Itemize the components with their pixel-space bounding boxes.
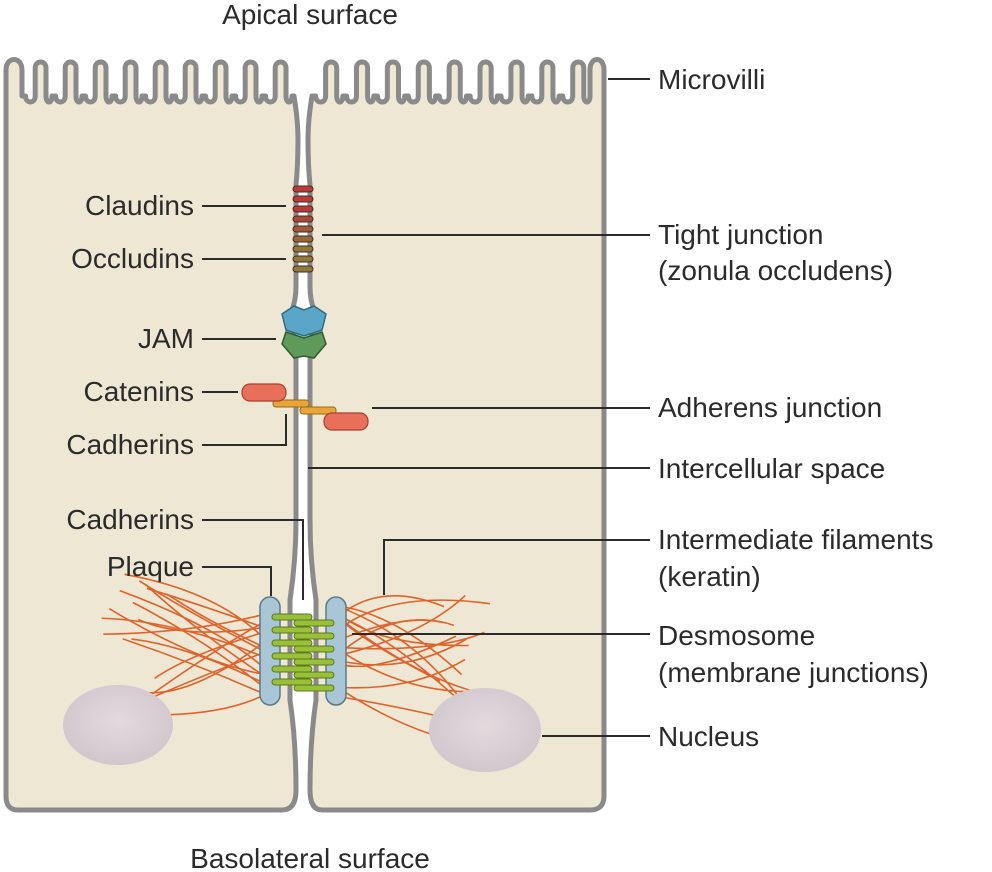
keratin-filaments	[101, 573, 495, 745]
cadherin-bar-right	[299, 406, 337, 415]
label-desmosome: Desmosome	[658, 620, 815, 651]
label-cadherins-desmosome: Cadherins	[66, 504, 194, 535]
right-cell	[305, 57, 607, 813]
label-intermediate-filaments: Intermediate filaments	[658, 524, 933, 555]
desmosome-cadherin	[293, 645, 335, 653]
keratin-filament	[145, 583, 265, 677]
leader-intermediate-filaments	[383, 539, 650, 595]
keratin-filament	[164, 694, 265, 716]
keratin-filament	[131, 638, 265, 684]
keratin-filament	[124, 573, 265, 639]
desmosome-cadherin	[271, 639, 313, 647]
desmosome-cadherin	[271, 652, 313, 660]
keratin-filament	[147, 641, 265, 694]
label-microvilli: Microvilli	[658, 64, 765, 95]
label-desmosome-alt: (membrane junctions)	[658, 657, 929, 688]
adherens-junction-proteins	[241, 383, 369, 431]
keratin-filament	[138, 580, 265, 652]
desmosome-cadherin	[271, 678, 313, 686]
tight-junction-strand	[292, 255, 314, 263]
keratin-filament	[341, 638, 467, 666]
left-nucleus	[63, 685, 173, 765]
tight-junction-strand	[292, 195, 314, 203]
jam-protein-top	[281, 305, 327, 337]
keratin-filament	[146, 587, 265, 629]
keratin-filament	[166, 593, 265, 648]
epithelial-cells	[3, 57, 607, 813]
plaque-left	[259, 596, 281, 706]
desmosome-cadherin	[293, 632, 335, 640]
jam-protein-bottom	[281, 331, 327, 359]
label-tight-junction-alt: (zonula occludens)	[658, 255, 893, 286]
apical-surface-title: Apical surface	[222, 0, 398, 30]
leader-plaque	[202, 566, 272, 596]
desmosome-cadherin	[293, 684, 335, 692]
leader-cadherins-desmosome	[202, 519, 304, 600]
keratin-filament	[341, 599, 490, 628]
tight-junction-strand	[292, 215, 314, 223]
tight-junction-strand	[292, 265, 314, 273]
label-adherens-junction: Adherens junction	[658, 392, 882, 423]
leader-cadherins-adherens	[202, 414, 287, 446]
label-intermediate-filaments-alt: (keratin)	[658, 561, 761, 592]
keratin-filament	[101, 617, 265, 658]
label-cadherins-adherens: Cadherins	[66, 429, 194, 460]
desmosome-structure	[259, 596, 347, 706]
keratin-filament	[122, 638, 265, 695]
tight-junction-strand	[292, 185, 314, 193]
jam-proteins	[281, 305, 327, 359]
keratin-filament	[341, 595, 445, 615]
desmosome-cadherin	[271, 626, 313, 634]
keratin-filament	[341, 605, 463, 676]
catenin-right	[323, 412, 369, 431]
desmosome-cadherin	[271, 665, 313, 673]
leader-lines	[202, 78, 650, 737]
tight-junction-strand	[292, 245, 314, 253]
desmosome-cadherin	[293, 671, 335, 679]
tight-junction-strand	[292, 225, 314, 233]
tight-junction-strand	[292, 235, 314, 243]
label-intercellular-space: Intercellular space	[658, 453, 885, 484]
catenin-left	[241, 383, 287, 402]
label-occludins: Occludins	[71, 243, 194, 274]
desmosome-cadherins	[271, 613, 335, 692]
right-nucleus	[429, 688, 541, 772]
label-plaque: Plaque	[107, 551, 194, 582]
basolateral-surface-title: Basolateral surface	[190, 843, 430, 872]
label-nucleus: Nucleus	[658, 721, 759, 752]
label-jam: JAM	[138, 323, 194, 354]
keratin-filament	[341, 658, 466, 689]
keratin-filament	[119, 589, 265, 669]
label-claudins: Claudins	[85, 190, 194, 221]
desmosome-cadherin	[271, 613, 313, 621]
keratin-filament	[103, 613, 265, 636]
label-catenins: Catenins	[83, 376, 194, 407]
tight-junction-proteins	[292, 185, 314, 273]
keratin-filament	[341, 594, 466, 656]
desmosome-cadherin	[293, 658, 335, 666]
label-tight-junction: Tight junction	[658, 219, 824, 250]
cadherin-bar-left	[272, 399, 310, 408]
tight-junction-strand	[292, 205, 314, 213]
desmosome-cadherin	[293, 619, 335, 627]
keratin-filament	[341, 635, 457, 668]
